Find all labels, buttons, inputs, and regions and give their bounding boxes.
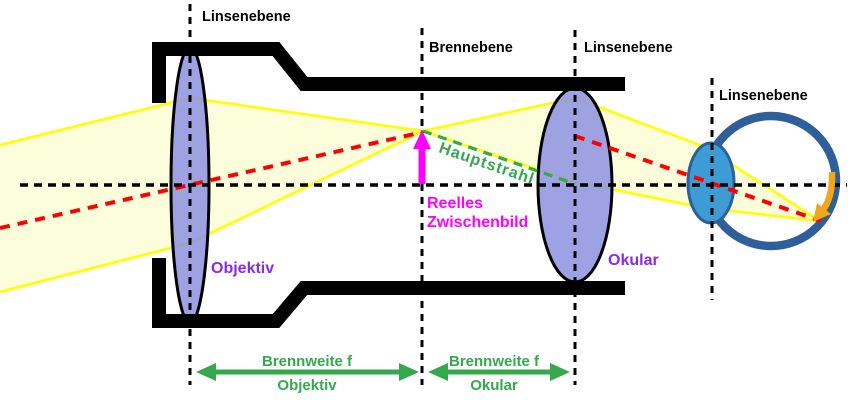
label-real-image-line2: Zwischenbild [427,214,528,231]
focal-length-arrow-objective [196,363,419,381]
label-ocular: Okular [608,252,659,269]
label-lens-plane-eye: Linsenebene [719,88,808,104]
label-lens-plane-ocular: Linsenebene [584,40,673,56]
label-lens-plane-objective: Linsenebene [202,9,291,25]
label-focal-length-objective-line1: Brennweite f [262,353,353,370]
label-focal-length-ocular-line1: Brennweite f [449,353,540,370]
retina-image-arrow-head [813,203,831,222]
label-real-image-line1: Reelles [427,195,483,212]
hauptstrahl-ray [422,129,576,186]
label-focal-length-ocular-line2: Okular [470,377,518,394]
red-ray-object-to-image [0,130,424,230]
label-focal-length-objective-line2: Objektiv [277,377,337,394]
label-objective: Objektiv [211,260,274,277]
intermediate-image-arrow-head [413,130,431,149]
focal-length-arrow-ocular [428,363,570,381]
label-focal-plane: Brennebene [429,40,513,56]
red-ray-ocular-to-retina [574,134,822,223]
telescope-tube-top [152,42,625,103]
telescope-tube-bottom [152,258,625,328]
